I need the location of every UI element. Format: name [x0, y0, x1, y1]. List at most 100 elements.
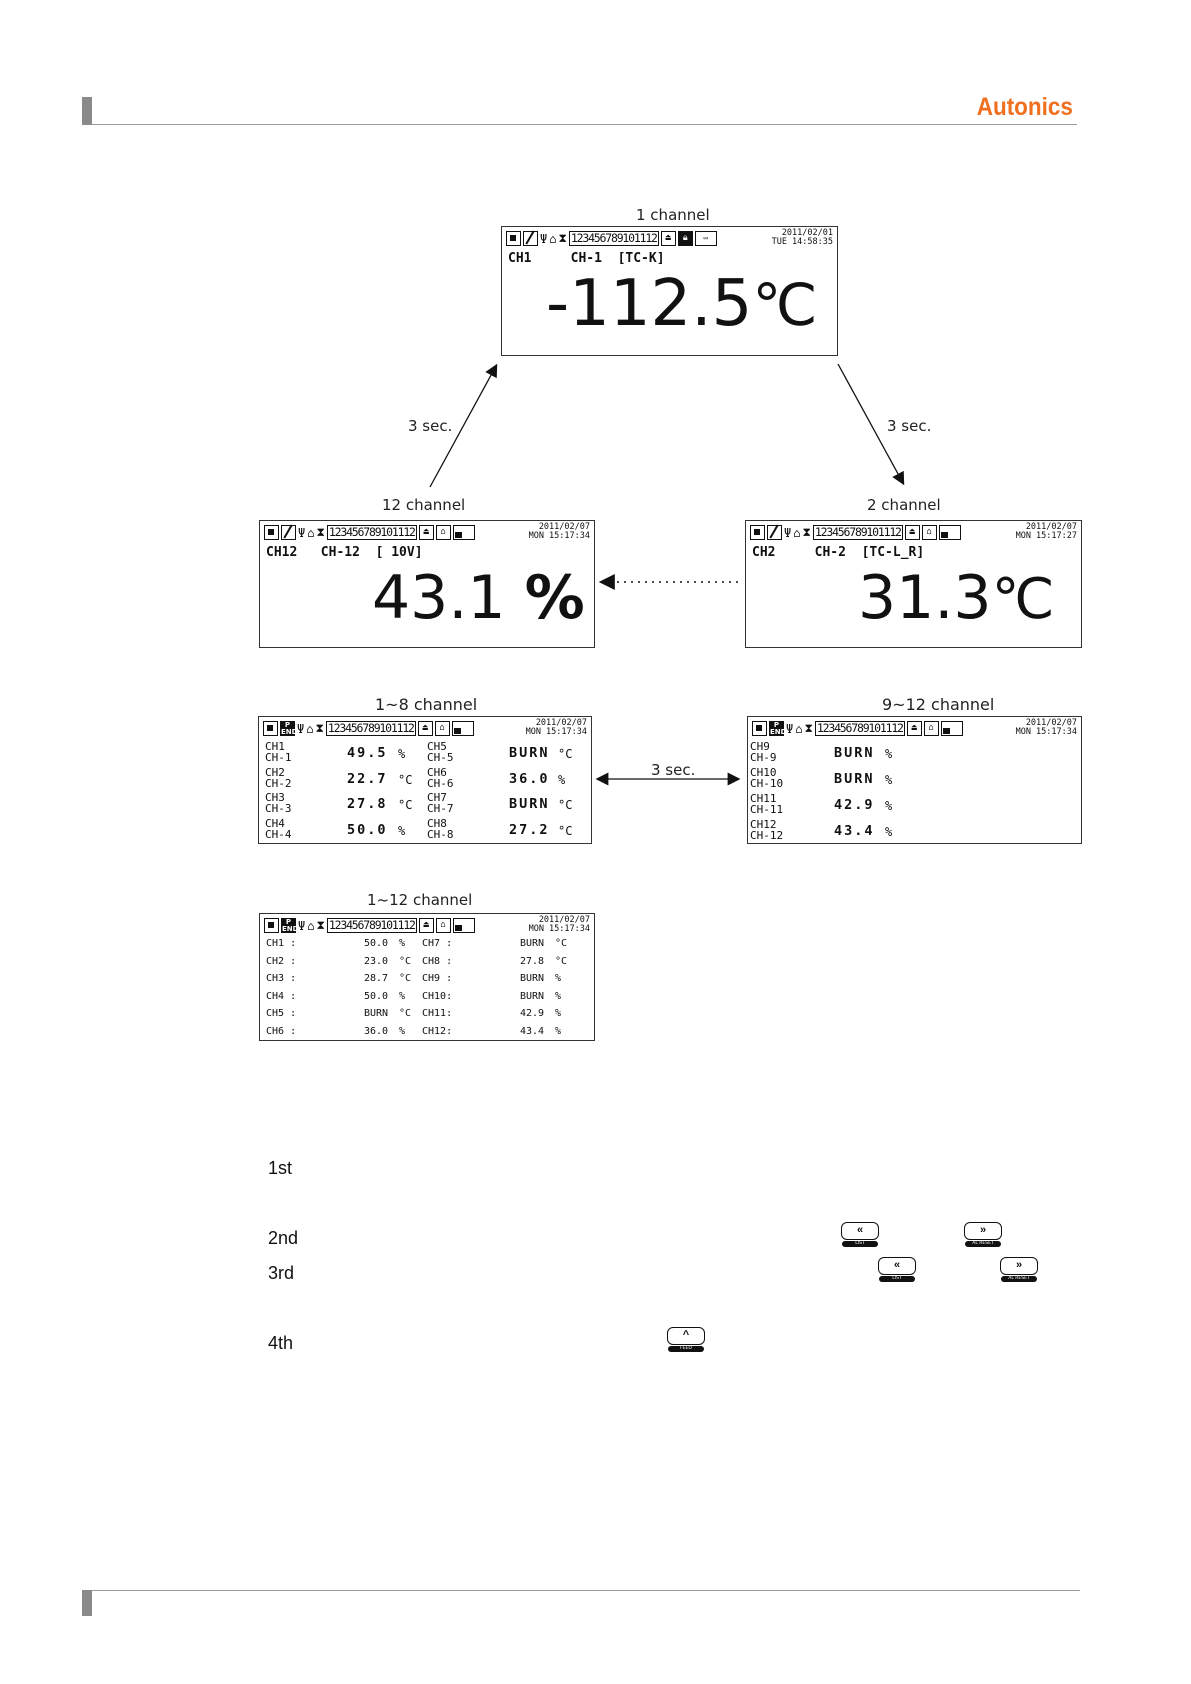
left-arrow-icon: « [841, 1222, 879, 1240]
unlock-icon: ⌂ [435, 918, 451, 933]
label-3sec-left: 3 sec. [408, 417, 453, 435]
channel-unit: % [555, 990, 562, 1002]
channel-value: BURN [520, 938, 545, 949]
label-2-channel: 2 channel [867, 496, 941, 514]
time: MON 15:17:34 [528, 924, 590, 934]
value: 31.3 [858, 563, 992, 633]
channel-numbers: 123456789101112 [568, 231, 659, 246]
channel-value: 50.0 [364, 990, 389, 1002]
channel-unit: °C [555, 938, 568, 949]
channel-value: 36.0 [364, 1025, 389, 1037]
hourglass-icon: ⧗ [804, 721, 813, 735]
channel-name: CH4 [265, 816, 285, 830]
channel-value: 42.9 [834, 797, 875, 813]
eject-icon: ⏏ [418, 918, 434, 933]
channel-tag: CH-12 [750, 829, 784, 842]
channel-numbers: 123456789101112 [814, 721, 905, 736]
channel-tag: CH-3 [265, 802, 292, 815]
hourglass-icon: ⧗ [315, 721, 324, 735]
channel-unit: °C [558, 823, 573, 838]
list-button[interactable]: « LIST [878, 1257, 916, 1285]
channel-unit: °C [399, 955, 412, 967]
stop-icon [750, 525, 765, 540]
label-1-8-channel: 1~8 channel [375, 695, 478, 714]
pen-icon [281, 525, 296, 540]
big-value: -112.5℃ [546, 267, 817, 341]
step-1st: 1st [268, 1158, 293, 1178]
lock-small-icon: ⌂ [307, 525, 315, 540]
channel-value: 22.7 [347, 770, 388, 787]
channel-value: 50.0 [347, 821, 388, 838]
value: -112.5 [546, 267, 753, 341]
status-bar: Ψ ⌂ ⧗ 123456789101112 ⏏ 🔒︎ ▭ [506, 230, 719, 247]
hourglass-icon: ⧗ [316, 918, 325, 932]
stop-icon [263, 721, 278, 736]
usb-icon: Ψ [786, 721, 794, 736]
channel-numbers: 123456789101112 [326, 525, 417, 540]
al-reset-button[interactable]: » AL RESET [964, 1222, 1002, 1250]
eject-icon: ⏏ [418, 525, 434, 540]
feed-button[interactable]: ^ FEED [667, 1327, 705, 1355]
time: MON 15:17:34 [525, 727, 587, 737]
label-9-12-channel: 9~12 channel [882, 695, 995, 714]
al-reset-button[interactable]: » AL RESET [1000, 1257, 1038, 1285]
date: 2011/02/07 [1025, 522, 1077, 532]
channel-tag: CH-6 [427, 776, 454, 790]
label-12-channel: 12 channel [382, 496, 466, 514]
eject-icon: ⏏ [417, 721, 433, 736]
channel-unit: °C [399, 973, 412, 984]
channel-value: BURN [520, 973, 545, 984]
stop-icon [264, 918, 279, 933]
memory-icon [452, 918, 475, 933]
channel-tag: CH-11 [750, 803, 784, 816]
paper-icon: ▭ [694, 231, 717, 246]
hourglass-icon: ⧗ [316, 525, 325, 539]
channel-name: CH5 [427, 740, 447, 753]
channel-unit: % [399, 990, 406, 1002]
channel-unit: °C [399, 1008, 412, 1019]
channel-value: 50.0 [364, 938, 389, 949]
channel-tag: CH-10 [750, 777, 784, 790]
channel-line: CH2 CH-2 [TC-L_R] [752, 545, 925, 560]
lock-small-icon: ⌂ [549, 231, 557, 246]
feed-button-label: FEED [668, 1346, 704, 1352]
unlock-icon: ⌂ [435, 525, 451, 540]
channel-unit: % [885, 799, 893, 813]
channel-label: CH3 : [266, 973, 297, 984]
channel-line: CH1 CH-1 [TC-K] [508, 251, 665, 266]
channel-value: BURN [364, 1008, 389, 1019]
date: 2011/02/07 [538, 522, 590, 532]
channel-unit: % [399, 938, 406, 949]
channel-numbers: 123456789101112 [325, 721, 416, 736]
label-1-channel: 1 channel [636, 206, 710, 224]
channel-unit: % [399, 1025, 406, 1037]
channel-unit: % [555, 1008, 562, 1019]
lock-small-icon: ⌂ [306, 721, 314, 736]
channel-tag: CH-2 [265, 776, 292, 790]
channel-value: BURN [509, 745, 550, 761]
channel-name: CH9 [750, 740, 770, 753]
channel-value: 28.7 [364, 973, 389, 984]
footer-marker [82, 1590, 92, 1616]
label-1-12-channel: 1~12 channel [367, 891, 473, 909]
channel-name: CH11 [750, 792, 777, 805]
left-arrow-icon: « [878, 1257, 916, 1275]
header-marker [82, 97, 92, 125]
arrow-12-to-1 [429, 363, 498, 488]
time: MON 15:17:34 [1015, 727, 1077, 737]
unlock-icon: ⌂ [923, 721, 939, 736]
eject-icon: ⏏ [904, 525, 920, 540]
memory-icon [451, 721, 474, 736]
date: 2011/02/07 [535, 718, 587, 728]
time: MON 15:17:34 [528, 531, 590, 541]
list-button[interactable]: « LIST [841, 1222, 879, 1250]
memory-icon [452, 525, 475, 540]
memory-icon [940, 721, 963, 736]
